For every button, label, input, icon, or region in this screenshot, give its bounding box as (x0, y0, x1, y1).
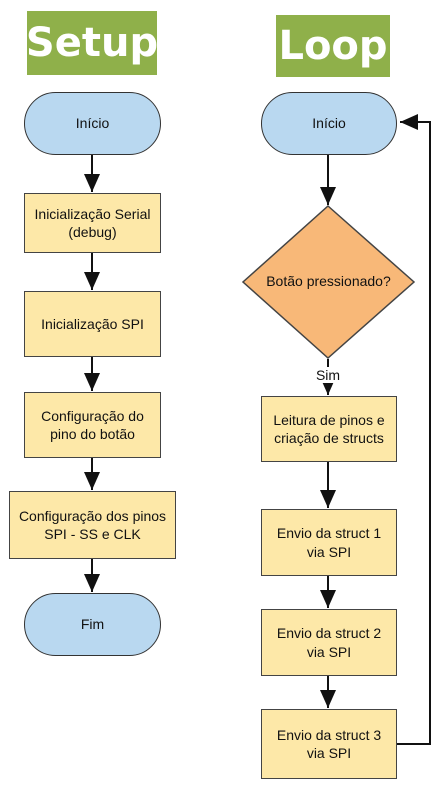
setup-button-pin-node: Configuração do pino do botão (24, 392, 161, 458)
loop-title: Loop (276, 15, 390, 77)
loop-send-struct-3-node: Envio da struct 3 via SPI (261, 709, 397, 779)
yes-label: Sim (308, 367, 348, 383)
setup-spi-init-node: Inicialização SPI (24, 291, 161, 357)
loop-start-node: Início (261, 92, 397, 155)
setup-spi-pins-node: Configuração dos pinos SPI - SS e CLK (9, 491, 176, 559)
loop-send-struct-2-node: Envio da struct 2 via SPI (261, 609, 397, 676)
setup-start-node: Início (24, 92, 161, 155)
setup-end-node: Fim (24, 593, 161, 656)
setup-title: Setup (26, 11, 158, 75)
loop-send-struct-1-node: Envio da struct 1 via SPI (261, 509, 397, 576)
loop-back-arrow (397, 114, 431, 745)
loop-read-pins-node: Leitura de pinos e criação de structs (261, 396, 397, 462)
decision-label: Botão pressionado? (266, 273, 391, 289)
decision-diamond (241, 204, 416, 360)
setup-serial-init-node: Inicialização Serial (debug) (24, 193, 161, 253)
